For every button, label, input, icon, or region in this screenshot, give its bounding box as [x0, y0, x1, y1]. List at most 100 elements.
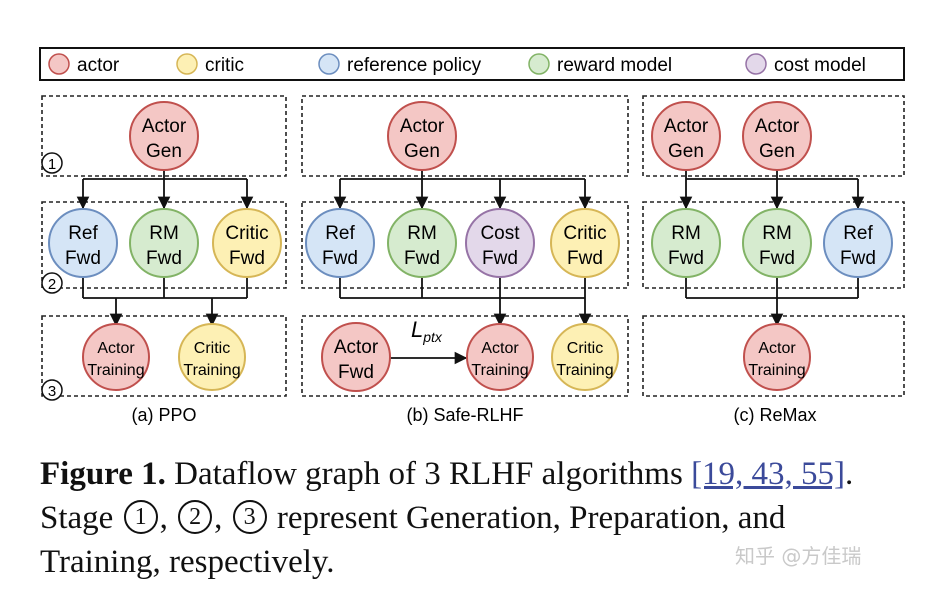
node-circle: [305, 208, 375, 278]
node-circle: [743, 323, 811, 391]
node-label-line: Training: [183, 362, 240, 379]
stage-circle-3: 3: [232, 500, 267, 534]
node-label-line: Fwd: [404, 248, 440, 269]
node-label-line: Training: [87, 362, 144, 379]
nodes: ActorGenRefFwdRMFwdCriticFwdActorTrainin…: [48, 101, 893, 392]
node-circle: [465, 208, 535, 278]
node-label-line: Actor: [400, 116, 445, 137]
legend-actor-swatch: [48, 53, 70, 75]
node-label-line: Fwd: [840, 248, 876, 269]
legend-critic-swatch: [176, 53, 198, 75]
node-label-line: Cost: [480, 223, 520, 244]
node-label-line: Gen: [668, 141, 704, 162]
node-label-line: Gen: [404, 141, 440, 162]
node-circle: [742, 101, 812, 171]
legend-actor-label: actor: [77, 55, 120, 76]
node-label-line: Fwd: [668, 248, 704, 269]
node-label-line: Training: [471, 362, 528, 379]
node-circle: [550, 208, 620, 278]
node-circle: [321, 322, 391, 392]
node-circle: [466, 323, 534, 391]
stage-circle-1: 1: [123, 500, 158, 534]
legend-rm-label: reward model: [557, 55, 672, 76]
node-label-line: Actor: [758, 340, 796, 357]
legend-ref-label: reference policy: [347, 55, 482, 76]
node-label-line: Actor: [664, 116, 709, 137]
node-circle: [651, 208, 721, 278]
caption-line2-a: Stage: [40, 500, 122, 536]
watermark: 知乎 @方佳瑞: [735, 544, 862, 568]
node-c-rm-fwd1: RM Fwd: [651, 208, 721, 278]
edges: [76, 167, 865, 365]
node-label-line: Fwd: [65, 248, 101, 269]
node-label-line: RM: [671, 223, 701, 244]
ptx-loss-label: Lptx: [411, 317, 443, 345]
node-label-line: Actor: [755, 116, 800, 137]
caption-citation[interactable]: [19, 43, 55]: [691, 456, 846, 492]
stage-2-marker: 2: [48, 276, 56, 293]
node-circle: [742, 208, 812, 278]
node-circle: [387, 101, 457, 171]
dataflow-figure: actor critic reference policy reward mod…: [39, 47, 905, 425]
node-circle: [129, 208, 199, 278]
node-label-line: Critic: [194, 340, 230, 357]
node-circle: [48, 208, 118, 278]
legend-rm-swatch: [528, 53, 550, 75]
node-label-line: Fwd: [146, 248, 182, 269]
node-label-line: Ref: [325, 223, 355, 244]
panel-a-title: (a) PPO: [131, 405, 196, 425]
node-label-line: Fwd: [338, 362, 374, 383]
node-c-rm-fwd2: RM Fwd: [742, 208, 812, 278]
node-circle: [178, 323, 246, 391]
node-label-line: Critic: [225, 223, 268, 244]
node-label-line: Gen: [759, 141, 795, 162]
node-circle: [551, 323, 619, 391]
legend-ref-swatch: [318, 53, 340, 75]
figure-caption: Figure 1. Dataflow graph of 3 RLHF algor…: [40, 456, 854, 580]
caption-line2-b: represent Generation, Preparation, and: [268, 500, 786, 536]
node-label-line: Actor: [142, 116, 187, 137]
caption-text-1: Dataflow graph of 3 RLHF algorithms: [165, 456, 692, 492]
legend-cost-swatch: [745, 53, 767, 75]
node-label-line: Fwd: [482, 248, 518, 269]
panel-b-title: (b) Safe-RLHF: [406, 405, 523, 425]
legend: actor critic reference policy reward mod…: [39, 47, 905, 81]
stage-3-marker: 3: [48, 383, 56, 400]
panel-c-title: (c) ReMax: [733, 405, 816, 425]
node-circle: [823, 208, 893, 278]
node-circle: [387, 208, 457, 278]
stage-1-marker: 1: [48, 156, 56, 173]
node-circle: [82, 323, 150, 391]
node-circle: [212, 208, 282, 278]
node-label-line: Training: [748, 362, 805, 379]
caption-line3: Training, respectively.: [40, 544, 335, 580]
node-circle: [129, 101, 199, 171]
node-label-line: Actor: [334, 337, 379, 358]
stage-boxes: [41, 95, 905, 397]
stage-markers: 1 2 3: [41, 152, 63, 401]
legend-cost-label: cost model: [774, 55, 866, 76]
node-label-line: Fwd: [567, 248, 603, 269]
legend-critic-label: critic: [205, 55, 244, 76]
caption-label: Figure 1.: [40, 456, 166, 492]
node-label-line: RM: [762, 223, 792, 244]
stage-circle-2: 2: [178, 500, 213, 534]
node-label-line: Fwd: [759, 248, 795, 269]
